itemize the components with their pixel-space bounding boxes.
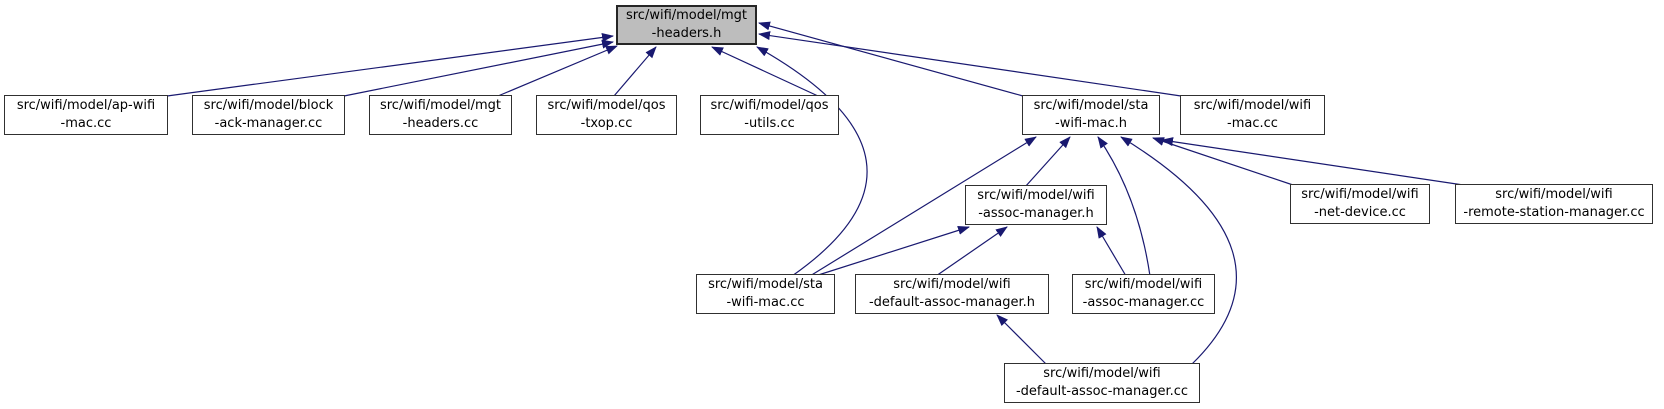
node-label-line1: src/wifi/model/mgt <box>625 8 748 23</box>
node-label-line2: -mac.cc <box>1227 116 1278 131</box>
edge-wifi-assoc-manager-cc-to-wifi-assoc-manager-h <box>1096 226 1127 277</box>
node-label-line2: -txop.cc <box>580 116 633 131</box>
node-wifi-remote-station-manager-cc[interactable]: src/wifi/model/wifi -remote-station-manag… <box>1455 184 1653 224</box>
node-label-line2: -ack-manager.cc <box>214 116 323 131</box>
edge-sta-wifi-mac-h-to-mgt-headers-h <box>758 21 1024 97</box>
node-label-line2: -assoc-manager.cc <box>1082 295 1205 310</box>
node-label-line1: src/wifi/model/wifi <box>1084 277 1203 292</box>
node-label-line1: src/wifi/model/wifi <box>977 188 1095 203</box>
node-label-line1: src/wifi/model/wifi <box>1301 187 1419 202</box>
edge-wifi-default-assoc-manager-h-to-wifi-assoc-manager-h <box>935 226 1008 277</box>
node-wifi-default-assoc-manager-cc[interactable]: src/wifi/model/wifi -default-assoc-manage… <box>1004 363 1200 403</box>
node-wifi-net-device-cc[interactable]: src/wifi/model/wifi -net-device.cc <box>1290 184 1430 224</box>
node-label-line2: -headers.cc <box>402 116 479 131</box>
edge-ap-wifi-mac-cc-to-mgt-headers-h <box>166 33 614 97</box>
node-block-ack-manager-cc[interactable]: src/wifi/model/block -ack-manager.cc <box>192 95 345 135</box>
node-wifi-assoc-manager-cc[interactable]: src/wifi/model/wifi -assoc-manager.cc <box>1072 274 1215 314</box>
edge-wifi-default-assoc-manager-cc-to-sta-wifi-mac-h <box>1120 136 1237 365</box>
edge-wifi-net-device-cc-to-sta-wifi-mac-h <box>1152 137 1297 187</box>
edge-wifi-default-assoc-manager-cc-to-wifi-default-assoc-manager-h <box>996 314 1047 365</box>
node-label-line1: src/wifi/model/qos <box>710 98 829 113</box>
edge-mgt-headers-cc-to-mgt-headers-h <box>497 45 618 97</box>
edge-block-ack-manager-cc-to-mgt-headers-h <box>343 39 614 97</box>
node-label-line1: src/wifi/model/wifi <box>1193 98 1312 113</box>
node-label-line2: -default-assoc-manager.cc <box>1015 384 1189 399</box>
node-wifi-assoc-manager-h[interactable]: src/wifi/model/wifi -assoc-manager.h <box>965 185 1107 225</box>
node-label-line1: src/wifi/model/wifi <box>1043 366 1161 381</box>
node-sta-wifi-mac-h[interactable]: src/wifi/model/sta -wifi-mac.h <box>1022 95 1160 135</box>
node-label-line2: -assoc-manager.h <box>978 206 1094 221</box>
node-label-line2: -default-assoc-manager.h <box>868 295 1036 310</box>
node-label-line1: src/wifi/model/qos <box>547 98 666 113</box>
node-ap-wifi-mac-cc[interactable]: src/wifi/model/ap-wifi -mac.cc <box>4 95 168 135</box>
edge-wifi-mac-cc-to-mgt-headers-h <box>758 31 1182 97</box>
node-label-line2: -mac.cc <box>60 116 112 131</box>
node-label-line1: src/wifi/model/wifi <box>1495 187 1613 202</box>
node-label-line1: src/wifi/model/ap-wifi <box>16 98 156 113</box>
node-sta-wifi-mac-cc[interactable]: src/wifi/model/sta -wifi-mac.cc <box>696 274 835 314</box>
node-wifi-mac-cc[interactable]: src/wifi/model/wifi -mac.cc <box>1180 95 1325 135</box>
edge-qos-utils-cc-to-mgt-headers-h <box>711 46 819 97</box>
node-label-line2: -utils.cc <box>744 116 795 131</box>
node-label-line1: src/wifi/model/block <box>203 98 334 113</box>
node-qos-utils-cc[interactable]: src/wifi/model/qos -utils.cc <box>700 95 839 135</box>
edge-qos-txop-cc-to-mgt-headers-h <box>613 46 657 97</box>
node-label-line1: src/wifi/model/mgt <box>379 98 502 113</box>
node-mgt-headers-h: src/wifi/model/mgt -headers.h <box>616 5 757 45</box>
node-label-line2: -remote-station-manager.cc <box>1463 205 1645 220</box>
edge-sta-wifi-mac-cc-to-mgt-headers-h <box>756 46 868 277</box>
edge-wifi-remote-station-manager-cc-to-sta-wifi-mac-h <box>1161 137 1471 187</box>
node-label-line1: src/wifi/model/sta <box>708 277 823 292</box>
node-label-line2: -wifi-mac.cc <box>726 295 805 310</box>
node-mgt-headers-cc[interactable]: src/wifi/model/mgt -headers.cc <box>369 95 512 135</box>
node-qos-txop-cc[interactable]: src/wifi/model/qos -txop.cc <box>536 95 677 135</box>
edge-wifi-assoc-manager-h-to-sta-wifi-mac-h <box>1024 136 1071 188</box>
node-label-line2: -wifi-mac.h <box>1055 116 1127 131</box>
node-label-line1: src/wifi/model/sta <box>1033 98 1149 113</box>
edge-sta-wifi-mac-cc-to-wifi-assoc-manager-h <box>811 226 970 278</box>
node-wifi-default-assoc-manager-h[interactable]: src/wifi/model/wifi -default-assoc-manage… <box>855 274 1049 314</box>
node-label-line2: -headers.h <box>651 26 722 41</box>
node-label-line1: src/wifi/model/wifi <box>893 277 1011 292</box>
node-label-line2: -net-device.cc <box>1314 205 1406 220</box>
